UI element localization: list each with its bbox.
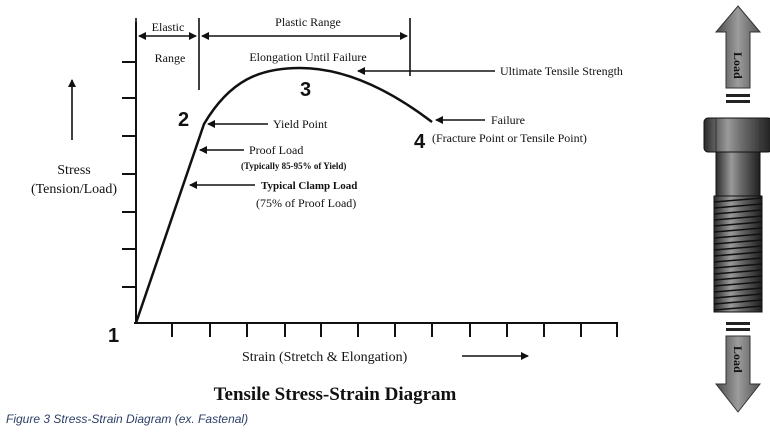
y-ticks: [122, 61, 136, 288]
bottom-load-arrow-icon: Load: [714, 322, 762, 413]
point-2-label: 2: [178, 109, 189, 131]
plastic-range-label: Plastic Range: [275, 15, 341, 29]
region-brackets: [135, 18, 411, 90]
y-axis-label-2: (Tension/Load): [31, 182, 117, 197]
elastic-range-label-2: Range: [155, 51, 186, 65]
stress-strain-curve: [134, 66, 433, 324]
failure-label-1: Failure: [491, 113, 525, 127]
axes: [134, 22, 618, 324]
bolt-shank: [715, 151, 761, 197]
proof-label-1: Proof Load: [249, 143, 303, 157]
top-load-arrow-icon: Load: [714, 5, 762, 103]
point-3-label: 3: [300, 79, 311, 101]
uts-label: Ultimate Tensile Strength: [500, 64, 623, 78]
top-load-label: Load: [731, 52, 745, 79]
bottom-load-label: Load: [731, 346, 745, 373]
elastic-range-label-1: Elastic: [152, 20, 185, 34]
clamp-label-2: (75% of Proof Load): [256, 196, 356, 210]
elongation-label: Elongation Until Failure: [249, 50, 366, 64]
x-ticks: [171, 323, 618, 337]
figure-caption: Figure 3 Stress-Strain Diagram (ex. Fast…: [6, 412, 249, 426]
clamp-label-1: Typical Clamp Load: [261, 180, 357, 192]
point-1-label: 1: [108, 325, 119, 347]
failure-label-2: (Fracture Point or Tensile Point): [432, 131, 587, 145]
bolt-illustration: Load: [703, 5, 770, 413]
x-axis-label: Strain (Stretch & Elongation): [242, 350, 408, 365]
bolt-threads: [713, 195, 763, 313]
yield-label: Yield Point: [273, 117, 328, 131]
y-axis-label-1: Stress: [57, 163, 90, 178]
point-4-label: 4: [414, 131, 426, 153]
diagram-title: Tensile Stress-Strain Diagram: [214, 384, 457, 405]
proof-label-2: (Typically 85-95% of Yield): [241, 161, 346, 171]
